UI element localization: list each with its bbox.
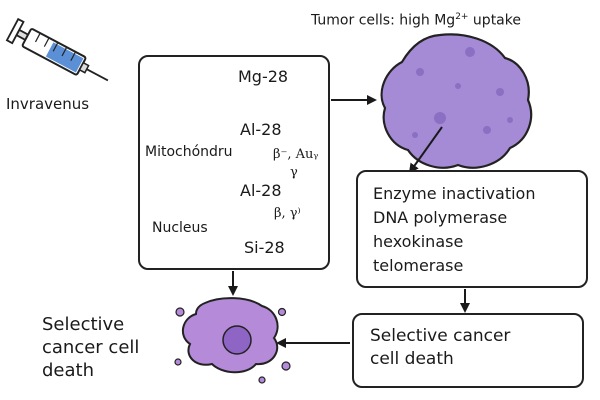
isotope-al28-second: Al-28 xyxy=(240,181,282,200)
enzyme-list: Enzyme inactivation DNA polymerase hexok… xyxy=(373,182,535,278)
death-box-line2: cell death xyxy=(370,349,454,369)
dying-cell-icon xyxy=(174,297,291,384)
tumor-label-prefix: Tumor cells: high Mg xyxy=(311,12,456,29)
left-death-line2: cancer cell xyxy=(42,337,140,358)
decay-step1-label: β⁻, Auᵧ xyxy=(273,147,319,162)
death-box-line1: Selective cancer xyxy=(370,326,511,346)
tumor-cells-label: Tumor cells: high Mg2+ uptake xyxy=(311,12,521,29)
mitochondria-label: Mitochóndru xyxy=(145,144,233,160)
enzyme-item: Enzyme inactivation xyxy=(373,184,536,203)
left-death-line3: death xyxy=(42,360,94,381)
isotope-al28-first: Al-28 xyxy=(240,120,282,139)
decay-chain-box xyxy=(138,55,330,270)
decay-step2-label: β, γ⁾ xyxy=(274,206,301,221)
enzyme-item: DNA polymerase xyxy=(373,208,508,227)
selective-death-box: Selective cancer cell death xyxy=(352,313,584,388)
arrow-to-enzyme xyxy=(408,126,443,174)
decay-step1-gamma-label: γ xyxy=(290,165,298,180)
isotope-mg28: Mg-28 xyxy=(238,67,289,86)
tumor-label-superscript: 2+ xyxy=(455,12,469,22)
syringe-icon xyxy=(5,17,109,82)
tumor-cell-icon xyxy=(380,33,533,169)
isotope-si28: Si-28 xyxy=(244,238,285,257)
left-death-line1: Selective xyxy=(42,314,125,335)
enzyme-box: Enzyme inactivation DNA polymerase hexok… xyxy=(356,170,588,288)
nucleus-label: Nucleus xyxy=(152,220,208,236)
selective-death-box-text: Selective cancer cell death xyxy=(370,325,510,371)
injection-label: Invravenus xyxy=(6,95,90,113)
tumor-label-suffix: uptake xyxy=(468,12,521,29)
selective-death-label-left: Selective cancer cell death xyxy=(42,313,139,382)
enzyme-item: hexokinase xyxy=(373,232,464,251)
enzyme-item: telomerase xyxy=(373,256,464,275)
